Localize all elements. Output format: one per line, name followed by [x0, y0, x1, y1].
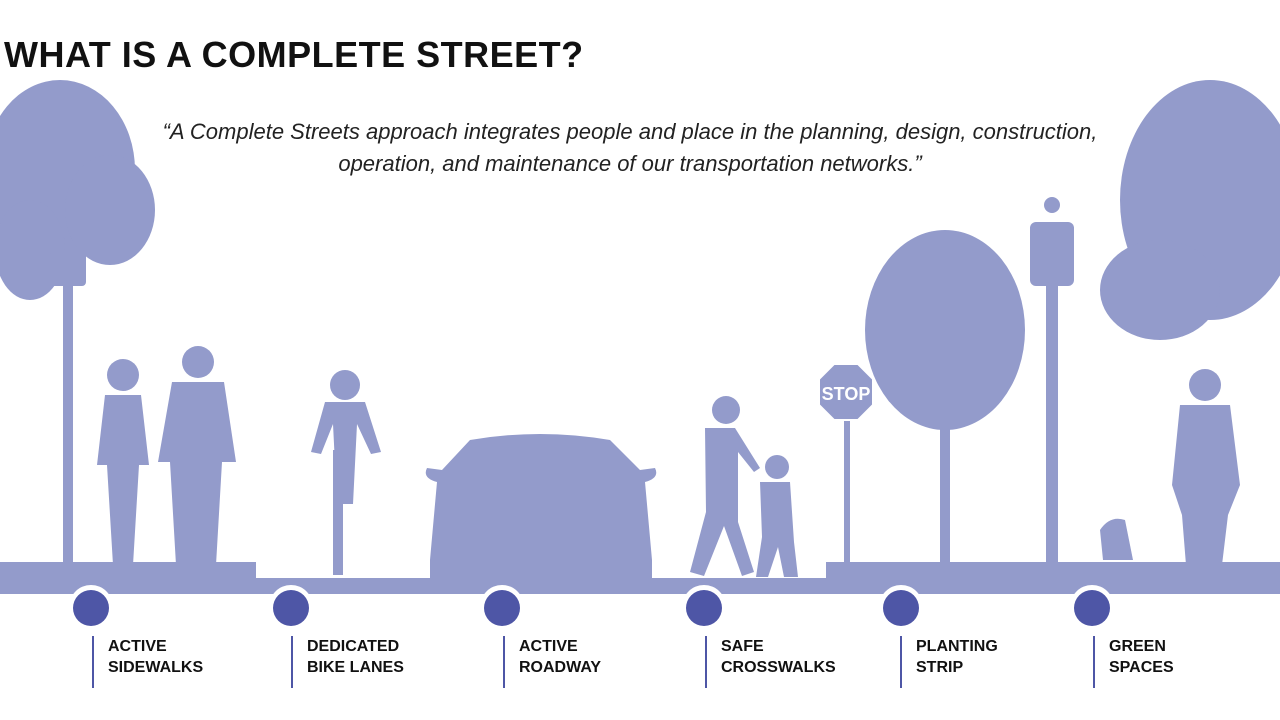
tree-planting-strip-icon	[865, 230, 1025, 565]
marker-dot-5	[883, 590, 919, 626]
feature-line2: CROSSWALKS	[721, 659, 836, 676]
person-walking-dog-icon	[1100, 369, 1240, 565]
marker-dot-2	[273, 590, 309, 626]
sidewalk-left	[0, 562, 256, 594]
feature-planting-strip: PLANTING STRIP	[900, 636, 998, 688]
marker-dot-4	[686, 590, 722, 626]
feature-line1: GREEN	[1109, 638, 1166, 655]
feature-line2: STRIP	[916, 659, 964, 676]
tree-right-icon	[1100, 80, 1280, 340]
feature-line1: PLANTING	[916, 638, 998, 655]
feature-line1: SAFE	[721, 638, 764, 655]
roadway	[256, 578, 826, 594]
quote: “A Complete Streets approach integrates …	[162, 119, 1098, 176]
feature-line2: ROADWAY	[519, 659, 602, 676]
feature-bike-lanes: DEDICATED BIKE LANES	[291, 636, 404, 688]
feature-line2: BIKE LANES	[307, 659, 404, 676]
feature-line2: SPACES	[1109, 659, 1174, 676]
stop-sign-text: STOP	[822, 384, 871, 404]
marker-dot-1	[73, 590, 109, 626]
feature-line2: SIDEWALKS	[108, 659, 204, 676]
stop-sign-icon	[818, 363, 874, 565]
feature-line1: ACTIVE	[108, 638, 167, 655]
tree-left-icon	[0, 80, 155, 300]
cyclist-icon	[311, 370, 381, 575]
feature-active-roadway: ACTIVE ROADWAY	[503, 636, 601, 688]
feature-line1: DEDICATED	[307, 638, 400, 655]
street-lamp-left-icon	[50, 250, 86, 565]
feature-safe-crosswalks: SAFE CROSSWALKS	[705, 636, 836, 688]
car-icon	[425, 434, 657, 580]
marker-dot-6	[1074, 590, 1110, 626]
pedestrians-couple-icon	[97, 346, 236, 565]
page-title: WHAT IS A COMPLETE STREET?	[4, 34, 584, 75]
marker-dot-3	[484, 590, 520, 626]
feature-line1: ACTIVE	[519, 638, 578, 655]
street-lamp-right-icon	[1030, 197, 1074, 565]
feature-green-spaces: GREEN SPACES	[1093, 636, 1174, 688]
parent-child-crosswalk-icon	[690, 396, 798, 577]
feature-active-sidewalks: ACTIVE SIDEWALKS	[92, 636, 203, 688]
